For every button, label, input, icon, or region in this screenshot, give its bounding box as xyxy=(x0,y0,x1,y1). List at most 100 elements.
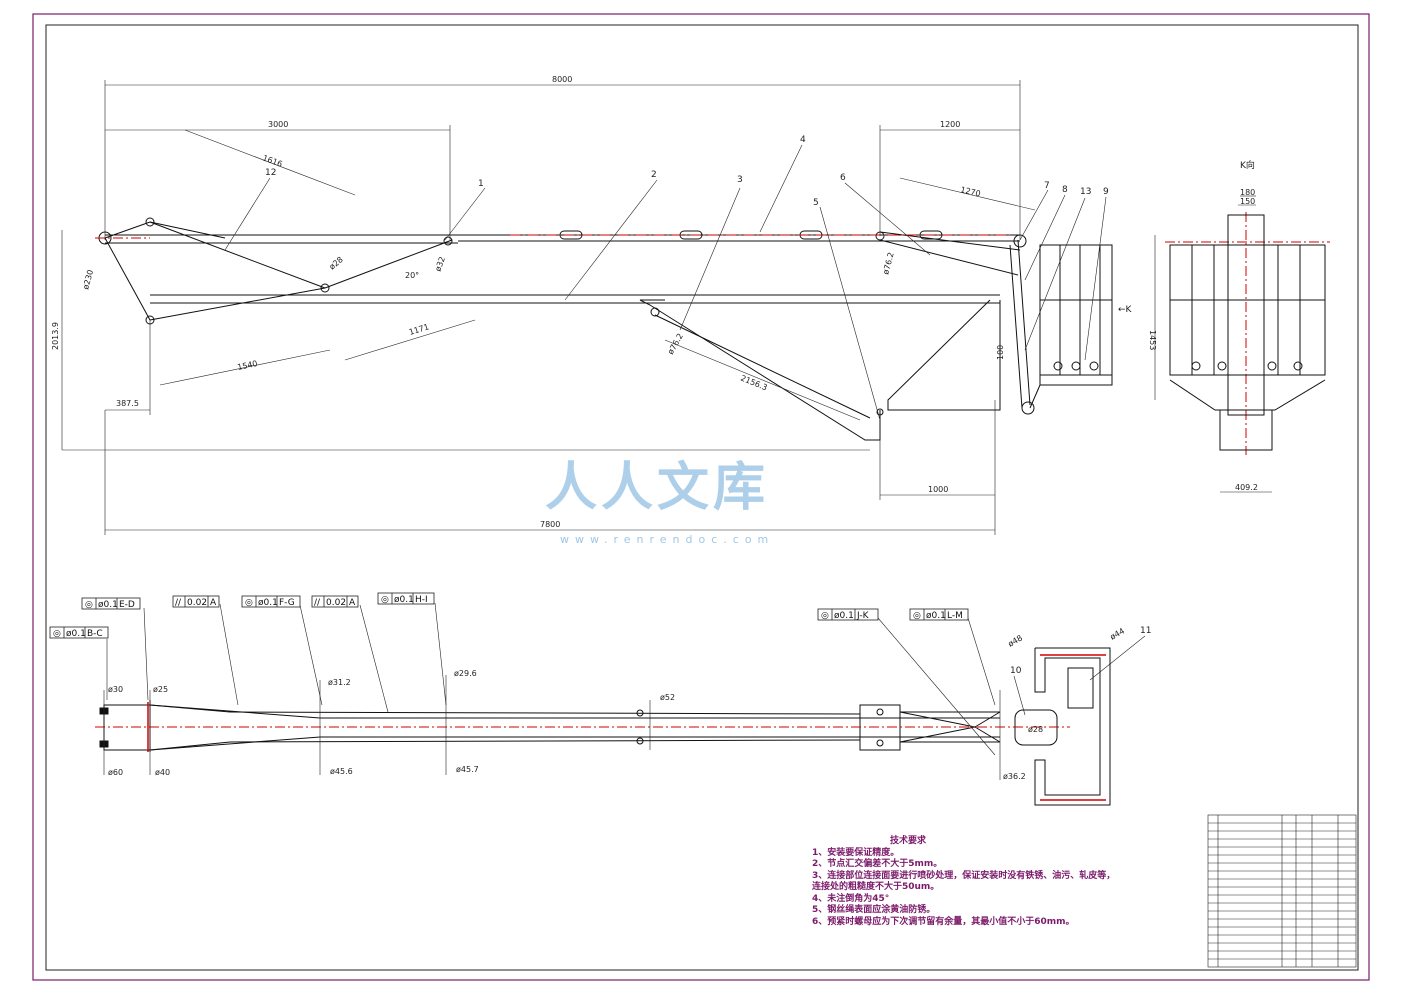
dim-b-44: ø44 xyxy=(1109,626,1127,641)
note-line: 2、节点汇交偏差不大于5mm。 xyxy=(812,859,943,869)
red-plates xyxy=(147,654,1106,801)
dim-7800: 7800 xyxy=(540,520,560,529)
note-line: 连接处的粗糙度不大于50um。 xyxy=(812,882,940,892)
part-no-7: 7 xyxy=(1044,181,1050,191)
svg-text:E-D: E-D xyxy=(119,600,135,610)
bottom-dim-lines xyxy=(103,602,1001,780)
svg-text:F-G: F-G xyxy=(279,598,295,608)
dim-b-25: ø25 xyxy=(153,685,168,694)
dia-28: ø28 xyxy=(328,255,345,272)
svg-text:ø0.1: ø0.1 xyxy=(258,598,278,608)
technical-notes: 技术要求 1、安装要保证精度。 2、节点汇交偏差不大于5mm。 3、连接部位连接… xyxy=(812,836,1192,928)
svg-text:ø0.1: ø0.1 xyxy=(926,611,946,621)
dia-76-2a: ø76.2 xyxy=(666,332,685,356)
svg-text:J-K: J-K xyxy=(856,611,870,621)
svg-text:◎: ◎ xyxy=(381,595,389,605)
dia-76-2b: ø76.2 xyxy=(881,251,896,275)
dim-b-31-2: ø31.2 xyxy=(328,678,351,687)
dim-1616: 1616 xyxy=(261,153,283,168)
k-arrow: ←K xyxy=(1118,305,1133,315)
dim-1200: 1200 xyxy=(940,120,960,129)
svg-text://: // xyxy=(314,598,321,608)
svg-text:ø0.1: ø0.1 xyxy=(98,600,118,610)
part-no-11: 11 xyxy=(1140,626,1151,636)
part-numbers: 1 2 3 4 5 6 7 8 13 9 12 10 11 xyxy=(265,135,1151,676)
svg-text:ø0.1: ø0.1 xyxy=(66,629,86,639)
view-k-label: K向 xyxy=(1240,159,1255,171)
part-no-3: 3 xyxy=(737,175,743,185)
svg-text:ø0.1: ø0.1 xyxy=(394,595,414,605)
dim-100: 100 xyxy=(996,345,1005,360)
dim-1540: 1540 xyxy=(237,359,259,372)
svg-text:◎: ◎ xyxy=(53,629,61,639)
part-no-8: 8 xyxy=(1062,185,1068,195)
note-line: 1、安装要保证精度。 xyxy=(812,847,900,858)
dim-1453: 1453 xyxy=(1148,330,1157,350)
dim-180: 180 xyxy=(1240,188,1255,197)
dim-b-48: ø48 xyxy=(1007,633,1025,648)
part-leaders xyxy=(224,144,1146,716)
svg-text:◎: ◎ xyxy=(821,611,829,621)
note-line: 3、连接部位连接面要进行喷砂处理，保证安装时没有铁锈、油污、轧皮等， xyxy=(812,870,1116,881)
part-no-6: 6 xyxy=(840,173,846,183)
dia-32: ø32 xyxy=(433,255,447,272)
svg-text:H-I: H-I xyxy=(415,595,428,605)
dim-angle: 20° xyxy=(405,271,419,280)
part-no-2: 2 xyxy=(651,170,657,180)
note-line: 5、钢丝绳表面应涂黄油防锈。 xyxy=(812,905,936,915)
centerlines-top xyxy=(95,212,1330,455)
note-line: 6、预紧时螺母应为下次调节留有余量，其最小值不小于60mm。 xyxy=(812,916,1075,927)
dimension-lines-top xyxy=(61,80,1272,535)
svg-text:◎: ◎ xyxy=(245,598,253,608)
dim-b-28: ø28 xyxy=(1028,725,1043,734)
part-no-13: 13 xyxy=(1080,187,1091,197)
inner-border xyxy=(45,24,1359,971)
svg-text:A: A xyxy=(349,598,356,608)
svg-text:0.02: 0.02 xyxy=(326,598,346,608)
part-no-5: 5 xyxy=(813,198,819,208)
dim-8000: 8000 xyxy=(552,75,572,84)
watermark-logo: 人人文库 xyxy=(545,458,770,518)
dim-b-60: ø60 xyxy=(108,768,123,777)
bottom-dimensions: ø30 ø25 ø31.2 ø29.6 ø52 ø60 ø40 ø45.6 ø4… xyxy=(108,626,1126,781)
part-no-4: 4 xyxy=(800,135,806,145)
svg-text:B-C: B-C xyxy=(87,629,103,639)
outer-border xyxy=(32,13,1370,981)
dim-b-45-7: ø45.7 xyxy=(456,765,479,774)
svg-text://: // xyxy=(175,598,182,608)
part-no-10: 10 xyxy=(1010,666,1022,676)
dim-b-30: ø30 xyxy=(108,685,123,694)
svg-text:◎: ◎ xyxy=(85,600,93,610)
dim-150: 150 xyxy=(1240,197,1255,206)
dim-2013-9: 2013.9 xyxy=(51,322,60,350)
watermark-url: www.renrendoc.com xyxy=(560,533,775,546)
part-no-9: 9 xyxy=(1103,187,1109,197)
boom-elevation xyxy=(98,217,1113,441)
part-no-12: 12 xyxy=(265,168,276,178)
dim-387-5: 387.5 xyxy=(116,399,139,408)
dim-b-45-6: ø45.6 xyxy=(330,767,353,776)
dim-b-36-2: ø36.2 xyxy=(1003,772,1026,781)
svg-text:ø0.1: ø0.1 xyxy=(834,611,854,621)
dim-1000: 1000 xyxy=(928,485,948,494)
note-line: 4、未注倒角为45° xyxy=(812,893,890,904)
part-no-1: 1 xyxy=(478,179,484,189)
dia-230: ø230 xyxy=(81,269,95,291)
dim-b-29-6: ø29.6 xyxy=(454,669,477,678)
svg-text:L-M: L-M xyxy=(947,611,963,621)
svg-text:◎: ◎ xyxy=(913,611,921,621)
dim-409-2: 409.2 xyxy=(1235,483,1258,492)
k-view xyxy=(1169,214,1326,451)
dim-b-52: ø52 xyxy=(660,693,675,702)
